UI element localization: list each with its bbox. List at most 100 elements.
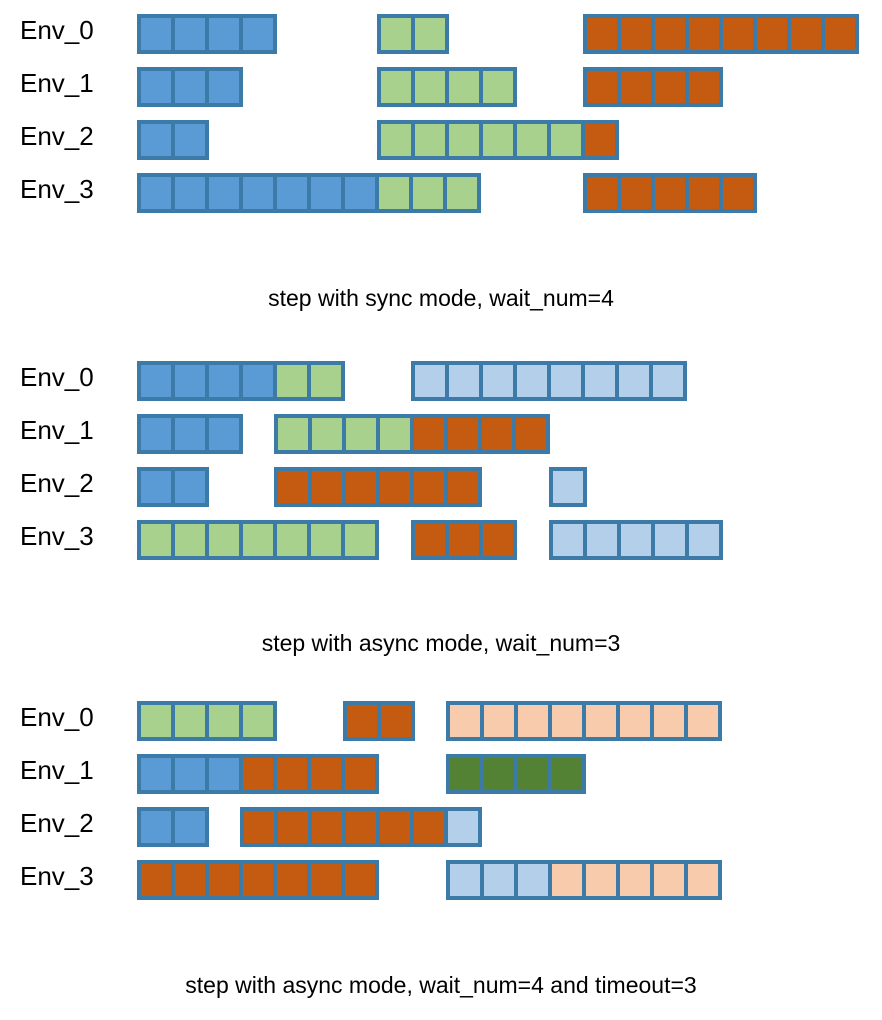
step-block-group bbox=[377, 67, 518, 107]
step-block-group bbox=[137, 361, 345, 401]
step-cell-peach bbox=[449, 705, 480, 737]
step-cell-green bbox=[415, 71, 446, 103]
step-cell-lightblue bbox=[483, 864, 514, 896]
env-row: Env_2 bbox=[0, 114, 882, 167]
env-row: Env_0 bbox=[0, 355, 882, 408]
step-cell-peach bbox=[619, 864, 650, 896]
step-cell-orange bbox=[654, 71, 685, 103]
env-row-label: Env_3 bbox=[20, 174, 94, 204]
step-cell-orange bbox=[586, 177, 617, 209]
step-cell-peach bbox=[687, 705, 718, 737]
step-cell-peach bbox=[551, 864, 582, 896]
step-cell-blue bbox=[209, 177, 239, 209]
step-cell-peach bbox=[653, 864, 684, 896]
step-cell-green bbox=[209, 524, 239, 556]
step-cell-blue bbox=[175, 811, 205, 843]
env-row: Env_1 bbox=[0, 748, 882, 801]
step-cell-orange bbox=[414, 471, 445, 503]
step-cell-blue bbox=[209, 758, 239, 790]
step-cell-orange bbox=[483, 524, 514, 556]
step-block-group bbox=[137, 173, 481, 213]
env-row-label: Env_3 bbox=[20, 861, 94, 891]
step-cell-green bbox=[381, 18, 412, 50]
step-cell-blue bbox=[243, 365, 273, 397]
step-cell-orange bbox=[654, 18, 685, 50]
env-row-label: Env_1 bbox=[20, 68, 94, 98]
step-cell-blue bbox=[141, 418, 171, 450]
step-cell-peach bbox=[483, 705, 514, 737]
step-cell-blue bbox=[141, 365, 171, 397]
env-row: Env_2 bbox=[0, 801, 882, 854]
step-cell-orange bbox=[756, 18, 787, 50]
step-cell-orange bbox=[654, 177, 685, 209]
step-cell-lightblue bbox=[517, 864, 548, 896]
step-cell-orange bbox=[345, 864, 375, 896]
step-cell-orange bbox=[141, 864, 171, 896]
env-row: Env_1 bbox=[0, 61, 882, 114]
step-cell-blue bbox=[209, 365, 239, 397]
step-block-group bbox=[582, 173, 757, 213]
step-block-group bbox=[137, 67, 243, 107]
step-cell-orange bbox=[448, 418, 479, 450]
panel-caption: step with async mode, wait_num=4 and tim… bbox=[185, 972, 697, 998]
step-cell-blue bbox=[345, 177, 375, 209]
step-cell-green bbox=[415, 18, 446, 50]
env-row-label: Env_2 bbox=[20, 808, 94, 838]
step-cell-green bbox=[312, 418, 343, 450]
step-cell-blue bbox=[311, 177, 341, 209]
env-row: Env_0 bbox=[0, 8, 882, 61]
step-cell-green bbox=[483, 71, 514, 103]
step-cell-green bbox=[278, 418, 309, 450]
step-cell-blue bbox=[175, 365, 205, 397]
step-cell-green bbox=[141, 524, 171, 556]
env-row-label: Env_1 bbox=[20, 755, 94, 785]
step-cell-blue bbox=[141, 471, 171, 503]
env-row-label: Env_0 bbox=[20, 362, 94, 392]
step-block-group bbox=[137, 120, 209, 160]
step-cell-orange bbox=[277, 758, 307, 790]
step-cell-green bbox=[381, 124, 412, 156]
step-cell-blue bbox=[175, 124, 205, 156]
step-cell-green bbox=[277, 365, 307, 397]
step-block-group bbox=[137, 807, 209, 847]
step-block-group bbox=[582, 67, 723, 107]
step-cell-lightblue bbox=[483, 365, 514, 397]
step-cell-green bbox=[311, 524, 341, 556]
step-cell-green bbox=[345, 524, 375, 556]
step-cell-lightblue bbox=[552, 471, 583, 503]
step-cell-green bbox=[175, 524, 205, 556]
step-cell-green bbox=[483, 124, 514, 156]
step-cell-lightblue bbox=[517, 365, 548, 397]
step-cell-orange bbox=[346, 471, 377, 503]
env-row-label: Env_0 bbox=[20, 702, 94, 732]
step-cell-orange bbox=[277, 864, 307, 896]
step-cell-peach bbox=[687, 864, 718, 896]
step-cell-orange bbox=[688, 177, 719, 209]
step-cell-blue bbox=[141, 758, 171, 790]
step-cell-orange bbox=[620, 71, 651, 103]
step-cell-orange bbox=[722, 18, 753, 50]
step-cell-darkgreen bbox=[483, 758, 514, 790]
step-cell-green bbox=[243, 524, 273, 556]
step-cell-orange bbox=[380, 705, 411, 737]
step-block-group bbox=[137, 520, 379, 560]
step-cell-peach bbox=[517, 705, 548, 737]
step-cell-green bbox=[379, 177, 409, 209]
env-row: Env_3 bbox=[0, 167, 882, 220]
step-cell-blue bbox=[141, 177, 171, 209]
step-cell-green bbox=[415, 124, 446, 156]
step-cell-green bbox=[413, 177, 443, 209]
step-cell-blue bbox=[175, 71, 205, 103]
step-cell-orange bbox=[345, 758, 375, 790]
step-cell-orange bbox=[346, 705, 377, 737]
step-block-group bbox=[239, 807, 482, 847]
step-cell-orange bbox=[413, 811, 444, 843]
step-cell-orange bbox=[277, 811, 308, 843]
step-cell-orange bbox=[345, 811, 376, 843]
step-block-group bbox=[377, 14, 450, 54]
step-cell-blue bbox=[175, 471, 205, 503]
step-cell-orange bbox=[175, 864, 205, 896]
step-cell-orange bbox=[688, 18, 719, 50]
step-cell-orange bbox=[482, 418, 513, 450]
